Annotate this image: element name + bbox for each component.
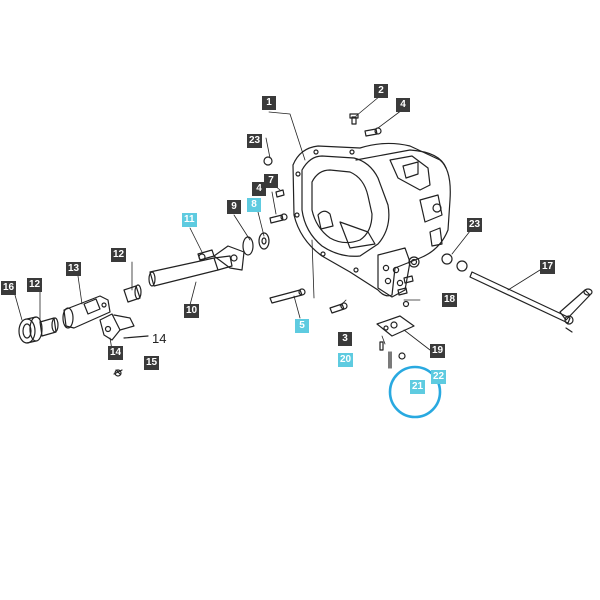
transmission-housing [292, 142, 451, 298]
leader-lines [14, 95, 541, 351]
callout-4[interactable]: 4 [252, 182, 266, 196]
plain-label-14: 14 [152, 331, 167, 346]
callout-5[interactable]: 5 [295, 319, 309, 333]
callout-12[interactable]: 12 [27, 278, 43, 292]
small-parts [263, 113, 593, 369]
callout-17[interactable]: 17 [540, 260, 556, 274]
callout-18[interactable]: 18 [442, 293, 458, 307]
callout-8[interactable]: 8 [247, 198, 261, 212]
callout-23[interactable]: 23 [247, 134, 263, 148]
callout-15[interactable]: 15 [144, 356, 160, 370]
callout-9[interactable]: 9 [227, 200, 241, 214]
callout-21[interactable]: 21 [410, 380, 426, 394]
shaft-assembly [18, 232, 270, 377]
callout-3[interactable]: 3 [338, 332, 352, 346]
callout-20[interactable]: 20 [338, 353, 354, 367]
callout-13[interactable]: 13 [66, 262, 82, 276]
callout-19[interactable]: 19 [430, 344, 446, 358]
selection-ring [388, 365, 442, 419]
callout-12[interactable]: 12 [111, 248, 127, 262]
callout-7[interactable]: 7 [264, 174, 278, 188]
callout-14[interactable]: 14 [108, 346, 124, 360]
callout-10[interactable]: 10 [184, 304, 200, 318]
callout-22[interactable]: 22 [431, 370, 447, 384]
callout-1[interactable]: 1 [262, 96, 276, 110]
callout-23[interactable]: 23 [467, 218, 483, 232]
callout-11[interactable]: 11 [182, 213, 197, 227]
callout-4[interactable]: 4 [396, 98, 410, 112]
callout-16[interactable]: 16 [1, 281, 17, 295]
callout-2[interactable]: 2 [374, 84, 388, 98]
